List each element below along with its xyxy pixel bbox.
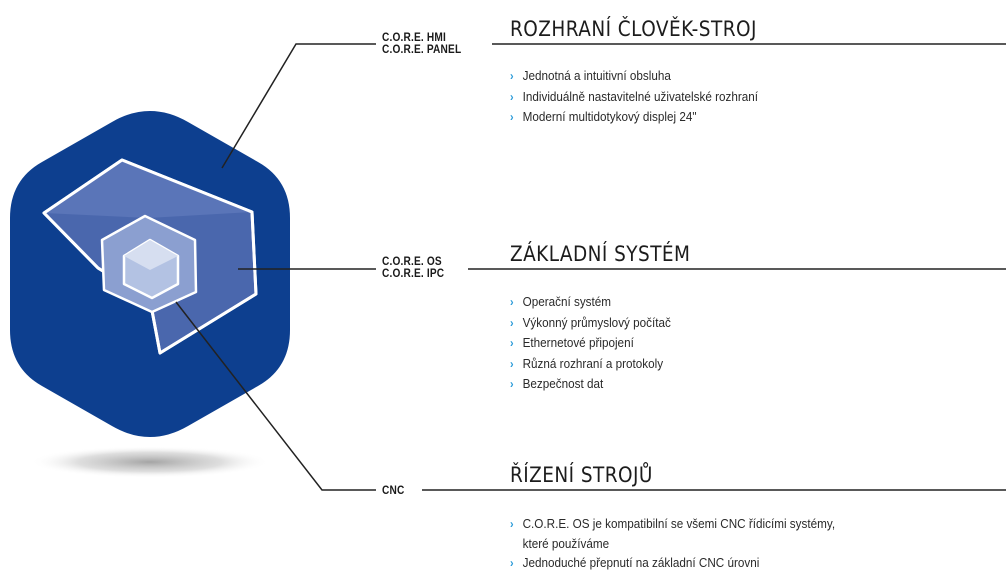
section-title-cnc: ŘÍZENÍ STROJŮ (510, 463, 653, 487)
section-label-os: C.O.R.E. OS (382, 256, 442, 268)
chevron-right-icon: › (510, 69, 514, 83)
list-item: › Moderní multidotykový displej 24" (510, 107, 758, 128)
list-item-text: Bezpečnost dat (522, 376, 604, 391)
list-item-continuation: které používáme (522, 535, 610, 551)
list-item: › Ethernetové připojení (510, 333, 671, 354)
chevron-right-icon: › (510, 336, 514, 350)
connector-line-cnc (175, 301, 376, 491)
list-item-text: Operační systém (522, 294, 612, 309)
list-item-text: Moderní multidotykový displej 24" (522, 109, 697, 124)
connector-line-hmi (221, 43, 376, 169)
list-item: › Individuálně nastavitelné uživatelské r… (510, 87, 758, 108)
feature-list-hmi: › Jednotná a intuitivní obsluha › Individu… (510, 66, 758, 128)
section-label-cnc: CNC (382, 485, 405, 497)
list-item-text: Výkonný průmyslový počítač (522, 314, 671, 330)
list-item-text: Různá rozhraní a protokoly (522, 355, 664, 371)
cube-inner-top (124, 240, 178, 270)
cube-outer-top-face (44, 160, 252, 218)
hexagon-shadow (30, 446, 270, 478)
feature-list-cnc: › C.O.R.E. OS je kompatibilní se všemi CN… (510, 514, 835, 573)
chevron-right-icon: › (510, 356, 514, 371)
list-item: › Operační systém (510, 292, 671, 313)
chevron-right-icon: › (510, 517, 514, 531)
list-item-text: C.O.R.E. OS je kompatibilní se všemi CNC… (522, 516, 836, 531)
list-item: › Bezpečnost dat (510, 374, 671, 395)
list-item: › C.O.R.E. OS je kompatibilní se všemi CN… (510, 514, 835, 553)
chevron-right-icon: › (510, 377, 514, 391)
feature-list-os: › Operační systém › Výkonný průmyslový poč… (510, 292, 671, 395)
list-item: › Jednotná a intuitivní obsluha (510, 66, 758, 87)
section-title-hmi: ROZHRANÍ ČLOVĚK-STROJ (510, 17, 757, 41)
list-item-text: Individuálně nastavitelné uživatelské ro… (522, 88, 759, 104)
section-label-ipc: C.O.R.E. IPC (382, 268, 445, 280)
list-item-text: Ethernetové připojení (522, 335, 634, 350)
list-item: › Jednoduché přepnutí na základní CNC úro… (510, 553, 835, 574)
chevron-right-icon: › (510, 555, 514, 570)
section-title-os: ZÁKLADNÍ SYSTÉM (510, 242, 691, 266)
chevron-right-icon: › (510, 295, 514, 309)
section-label-hmi: C.O.R.E. HMI (382, 32, 446, 44)
chevron-right-icon: › (510, 89, 514, 104)
list-item-text: Jednotná a intuitivní obsluha (522, 68, 671, 83)
chevron-right-icon: › (510, 110, 514, 124)
section-label-panel: C.O.R.E. PANEL (382, 44, 462, 56)
chevron-right-icon: › (510, 315, 514, 330)
list-item: › Výkonný průmyslový počítač (510, 313, 671, 334)
list-item: › Různá rozhraní a protokoly (510, 354, 671, 375)
list-item-text: Jednoduché přepnutí na základní CNC úrov… (522, 554, 760, 570)
